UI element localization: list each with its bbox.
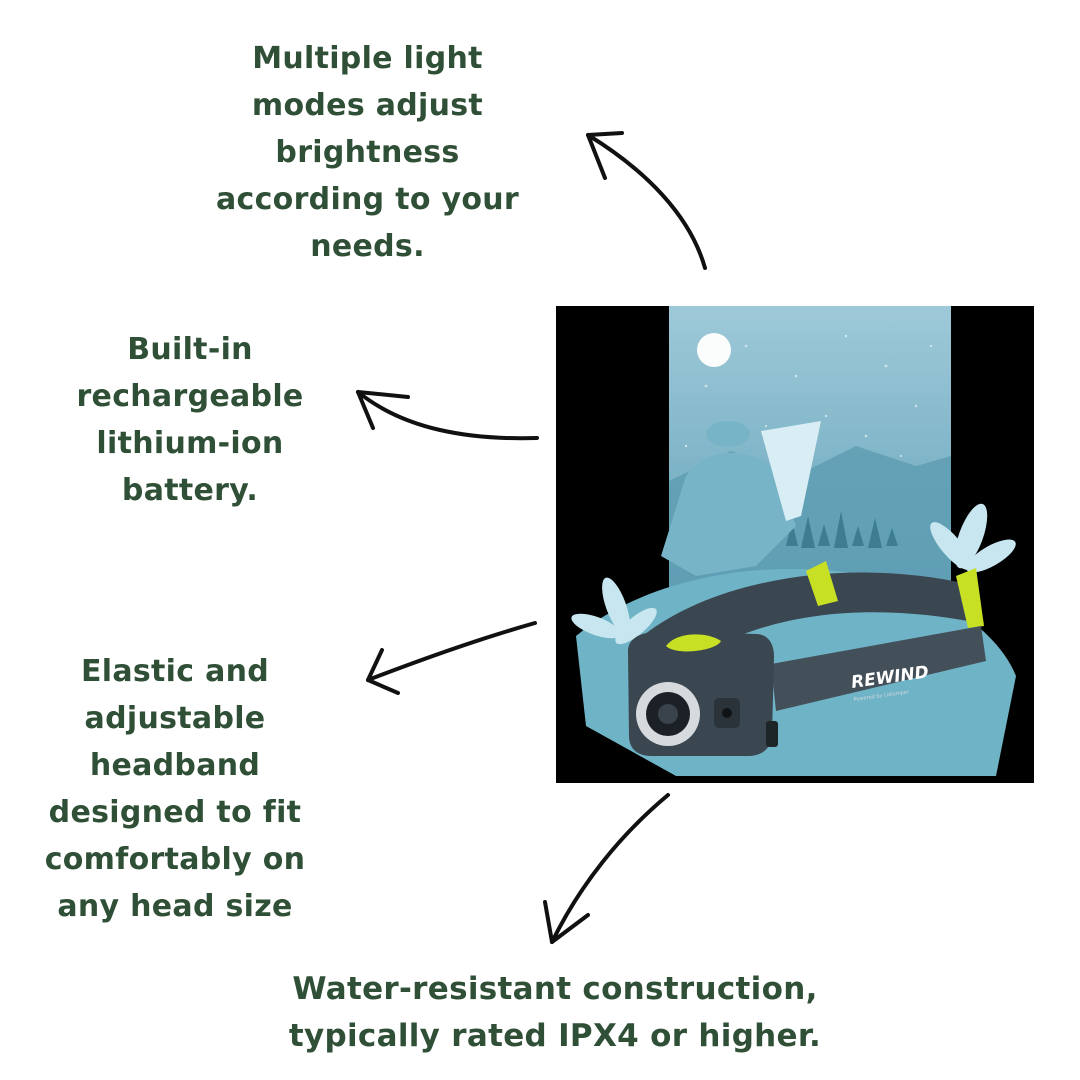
feature-battery: Built-in rechargeable lithium-ion batter… (76, 332, 304, 508)
moon-icon (697, 333, 731, 367)
flower-icon (571, 503, 1016, 645)
feature-headband: Elastic and adjustable headband designed… (44, 654, 306, 924)
curved-arrow-icon (543, 793, 670, 944)
tree-icon (786, 511, 898, 548)
feature-light-modes: Multiple light modes adjust brightness a… (215, 41, 520, 264)
product-image: REWIND Powered by Lidlamper (556, 306, 1034, 783)
feature-water-resistance: Water-resistant construction, typically … (288, 971, 822, 1054)
curved-arrow-icon (586, 131, 707, 270)
curved-arrow-icon (366, 621, 537, 695)
curved-arrow-icon (356, 390, 539, 441)
